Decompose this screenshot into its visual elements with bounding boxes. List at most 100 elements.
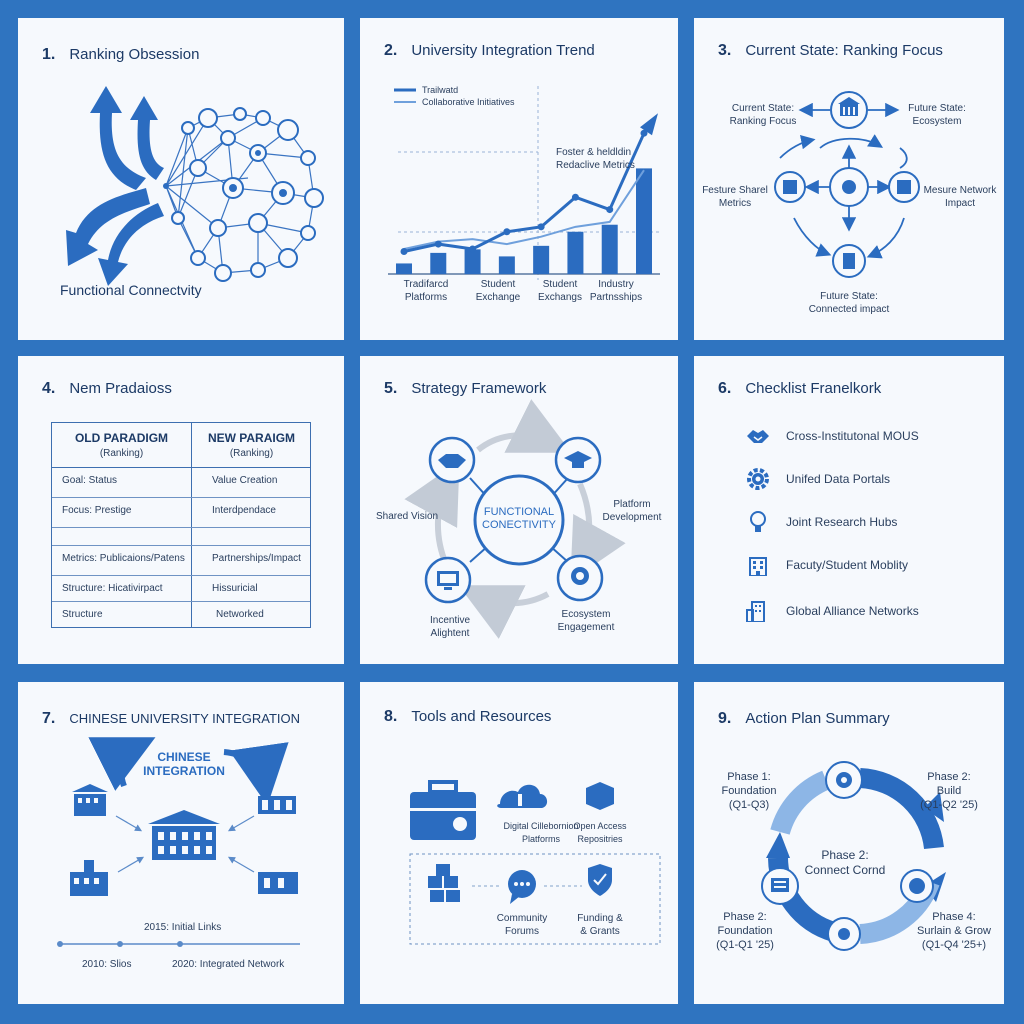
- old-paradigm-header: OLD PARADIGM: [74, 431, 169, 445]
- panel-title: 8. Tools and Resources: [384, 708, 551, 726]
- annotation-line1: Foster & heldldin: [556, 147, 632, 158]
- timeline-label-2020: 2020: Integrated Network: [172, 959, 285, 970]
- label-phase-2-build: Phase 2:Build(Q1-Q2 '25): [920, 771, 978, 811]
- label-connected-impact: Future State:Connected impact: [808, 291, 890, 315]
- campus-icon: [72, 784, 108, 792]
- office-icon: [746, 599, 770, 623]
- panel-number: 2.: [384, 42, 398, 59]
- panel-title-text: Checklist Franelkork: [745, 380, 882, 397]
- panel-title: 5. Strategy Framework: [384, 380, 546, 398]
- trend-chart: [388, 86, 660, 280]
- panel-number: 8.: [384, 708, 398, 725]
- panel-title-text: CHINESE UNIVERSITY INTEGRATION: [69, 711, 301, 726]
- tools-illustration: [409, 780, 661, 945]
- table-cell: Partnerships/Impact: [212, 553, 301, 564]
- checklist-item: Unifed Data Portals: [746, 467, 890, 491]
- chart-series-line: [403, 169, 645, 250]
- paradigm-table: OLD PARADIGM (Ranking) NEW PARAIGM (Rank…: [51, 422, 311, 628]
- checklist-label: Joint Research Hubs: [786, 515, 898, 529]
- chart-bar: [430, 252, 447, 274]
- chart-bar: [498, 256, 515, 274]
- gear-icon: [746, 467, 770, 491]
- annotation-line2: Redaclive Metrics: [556, 160, 635, 171]
- panel-title-text: Ranking Obsession: [69, 46, 200, 63]
- panel-number: 3.: [718, 42, 732, 59]
- old-paradigm-sub: (Ranking): [99, 448, 144, 459]
- panel-title-text: Current State: Ranking Focus: [745, 42, 943, 59]
- panel-title-text: Tools and Resources: [411, 708, 552, 725]
- panel-action-plan: 9. Action Plan Summary Phase 1:Foundation…: [694, 682, 1004, 1004]
- center-circle: [473, 474, 565, 566]
- chart-point: [571, 193, 579, 201]
- panel-integration-trend: 2.University Integration Trend Trailwatd…: [360, 18, 678, 340]
- checklist-item: Global Alliance Networks: [746, 599, 919, 623]
- chart-bar: [567, 231, 584, 274]
- label-future-state: Future State:Ecosystem: [908, 103, 966, 127]
- panel-title-text: Action Plan Summary: [745, 710, 890, 727]
- network-illustration: [66, 86, 324, 286]
- panel-tools-resources: 8. Tools and Resources: [360, 682, 678, 1004]
- chart-point: [537, 223, 545, 231]
- table-cell: Structure: Hicativirpact: [62, 583, 163, 594]
- legend-label-2: Collaborative Initiatives: [422, 97, 515, 107]
- label-shared-vision: Shared Vision: [376, 511, 439, 522]
- table-cell: Value Creation: [212, 475, 278, 486]
- chart-bar: [396, 263, 412, 274]
- new-paradigm-sub: (Ranking): [229, 448, 274, 459]
- curved-arrows-icon: [66, 86, 164, 286]
- cloud-icon: [497, 784, 548, 808]
- timeline-label-2010: 2010: Slios: [82, 959, 132, 970]
- integration-diagram: [57, 737, 300, 947]
- chart-bar: [533, 245, 550, 274]
- table-cell: Goal: Status: [62, 475, 118, 486]
- chart-point: [503, 228, 511, 236]
- state-diagram: [774, 91, 920, 278]
- checklist-item: Facuty/Student Moblity: [746, 553, 908, 577]
- handshake-icon: [746, 424, 770, 448]
- panel-title-text: Strategy Framework: [411, 380, 547, 397]
- new-paradigm-header: NEW PARAIGM: [207, 431, 296, 445]
- table-cell: Hissuricial: [212, 583, 258, 594]
- chart-point: [606, 206, 614, 214]
- label-phase-2-foundation: Phase 2:Foundation(Q1-Q1 '25): [716, 911, 774, 951]
- panel-number: 9.: [718, 710, 732, 727]
- panel-title: 2. University Integration Trend: [384, 42, 595, 60]
- checklist-item: Cross-Institutonal MOUS: [746, 424, 919, 448]
- table-cell: Focus: Prestige: [62, 505, 132, 516]
- checklist-item: Joint Research Hubs: [746, 510, 897, 534]
- checklist-label: Cross-Institutonal MOUS: [786, 429, 919, 443]
- label-phase-1: Phase 1:Foundation(Q1-Q3): [721, 771, 777, 811]
- label-phase-4: Phase 4:Surlain & Grow(Q1-Q4 '25+): [917, 911, 991, 951]
- panel-number: 1.: [42, 46, 56, 63]
- label-funding-grants: Funding && Grants: [577, 913, 623, 937]
- panel-title-text: University Integration Trend: [411, 42, 595, 59]
- panel-number: 5.: [384, 380, 398, 397]
- panel-checklist: 6. Checklist Franelkork Cross-Institutona…: [694, 356, 1004, 664]
- panel-number: 7.: [42, 710, 56, 727]
- timeline-label-2015: 2015: Initial Links: [144, 922, 222, 933]
- chart-bar: [464, 249, 481, 274]
- panel-current-state: 3. Current State: Ranking Focus: [694, 18, 1004, 340]
- toolbox-icon: [410, 792, 476, 840]
- panel-title: 7. CHINESE UNIVERSITY INTEGRATION: [42, 710, 300, 728]
- panel-strategy-framework: 5. Strategy Framework: [360, 356, 678, 664]
- label-current-state: Current State:Ranking Focus: [729, 103, 797, 127]
- university-building-icon: [148, 810, 220, 824]
- network-nodes: [171, 107, 324, 282]
- panel-number: 4.: [42, 380, 56, 397]
- panel-number: 6.: [718, 380, 732, 397]
- phase-cycle: [761, 761, 946, 951]
- chart-point: [469, 245, 477, 253]
- chart-bar: [636, 168, 652, 274]
- panel-title: 3. Current State: Ranking Focus: [718, 42, 943, 60]
